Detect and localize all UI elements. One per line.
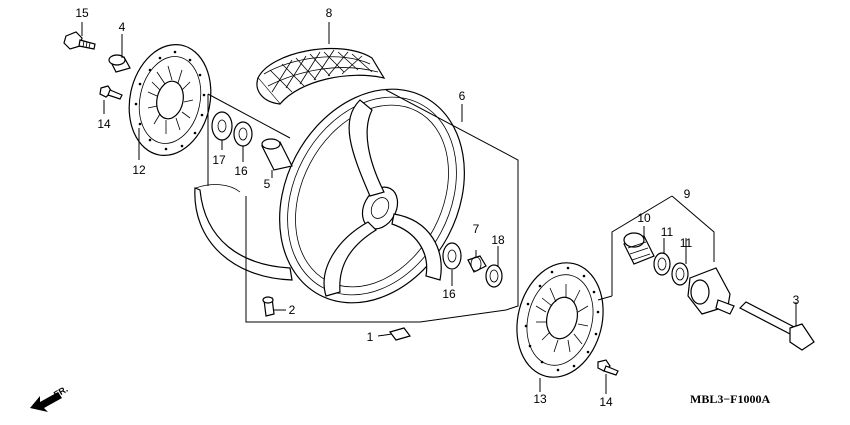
callout-14-right: 14 [599,395,613,409]
callout-11-a: 11 [661,225,674,239]
callout-12: 12 [132,163,146,177]
seal-11-b [671,262,689,286]
callout-11-b: 11 [680,236,693,250]
callout-7: 7 [473,222,480,236]
callout-3: 3 [793,293,800,307]
wheel-rim-6 [279,88,465,304]
callout-13: 13 [533,392,547,406]
callout-6: 6 [459,89,466,103]
speedometer-gear-7 [467,255,487,273]
callout-labels: 15 4 8 6 14 12 17 16 5 7 18 16 2 1 9 10 … [75,6,799,409]
callout-1: 1 [367,330,374,344]
disc-bolt-14-right [597,359,619,376]
dust-seal-16-upper [233,121,253,147]
left-brake-disc [128,43,212,157]
oil-seal-18 [485,264,503,288]
callout-10: 10 [637,211,651,225]
callout-9: 9 [684,187,691,201]
dust-seal-16-lower [442,242,462,270]
callout-4: 4 [119,20,126,34]
seal-11-a [653,252,671,276]
callout-15: 15 [75,6,89,20]
callout-2: 2 [289,303,296,317]
callout-16-lower: 16 [442,287,456,301]
side-collar-4 [108,54,131,73]
tire-valve-2 [262,296,275,317]
callout-18: 18 [491,233,505,247]
leader-lines [81,22,797,394]
callout-8: 8 [326,6,333,20]
tire-8 [194,47,386,281]
balance-weight-1 [388,327,412,341]
callout-17: 17 [212,153,226,167]
disc-bolt-15 [63,31,96,50]
speedometer-gearbox-9 [687,267,735,315]
diagram-code: MBL3−F1000A [690,392,771,406]
front-direction-label: FR. [52,384,70,400]
right-brake-disc [516,262,604,378]
callout-16-upper: 16 [234,164,248,178]
collar-10 [623,232,655,265]
callout-5: 5 [264,177,271,191]
callout-14-left: 14 [97,117,111,131]
front-axle-3 [738,301,815,351]
distance-collar-5 [261,138,293,171]
bearing-17 [211,111,233,141]
disc-bolt-14-left [99,85,123,100]
front-direction-arrow [30,392,62,412]
